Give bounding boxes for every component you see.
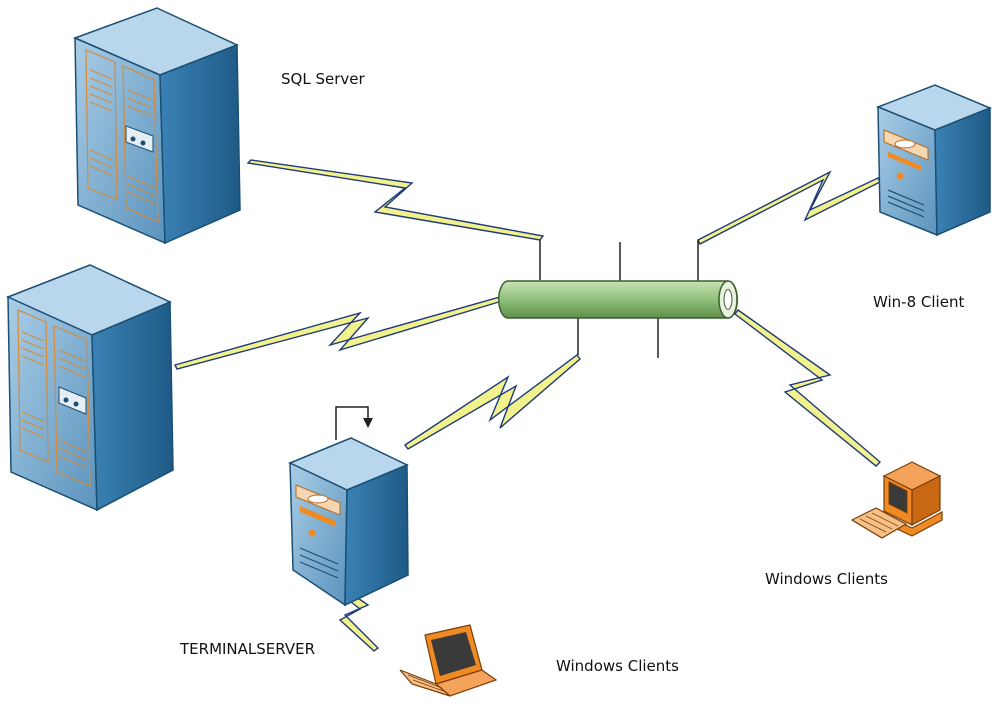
loop-arrow-icon bbox=[335, 406, 373, 440]
desktop-computer-icon bbox=[850, 461, 943, 539]
windows-clients-desktop-label: Windows Clients bbox=[765, 570, 888, 588]
tower-pc-icon bbox=[875, 84, 992, 237]
link-desktopclients-to-bus bbox=[734, 309, 882, 467]
win8-client-label: Win-8 Client bbox=[873, 293, 965, 311]
laptop-icon bbox=[399, 624, 498, 697]
windows-clients-laptop-label: Windows Clients bbox=[556, 657, 679, 675]
link-sqlserver-to-bus bbox=[246, 159, 545, 241]
terminal-server-label: TERMINALSERVER bbox=[180, 640, 316, 658]
rack-server-icon bbox=[72, 7, 241, 245]
network-cable-bus-icon bbox=[498, 240, 738, 358]
link-win8client-to-bus bbox=[697, 170, 881, 245]
rack-server-icon bbox=[6, 264, 174, 512]
link-rackserver2-to-bus bbox=[173, 296, 503, 370]
link-terminalserver-to-bus bbox=[403, 354, 581, 450]
tower-server-icon bbox=[288, 437, 409, 607]
sql-server-label: SQL Server bbox=[281, 70, 365, 88]
